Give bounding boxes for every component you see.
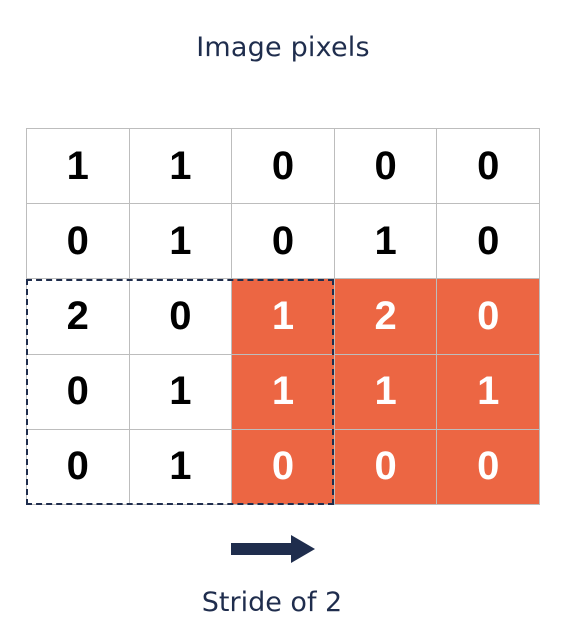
pixel-cell: 0 [334,429,438,505]
pixel-cell: 0 [27,429,130,505]
pixel-cell: 1 [27,129,130,205]
pixel-cell: 0 [27,204,130,280]
pixel-cell: 1 [129,129,233,205]
pixel-cell: 0 [27,354,130,430]
pixel-cell: 0 [334,129,438,205]
pixel-cell: 2 [334,279,438,355]
pixel-cell: 0 [232,129,335,205]
pixel-cell: 1 [334,354,438,430]
diagram-title: Image pixels [196,32,370,63]
pixel-cell: 1 [437,354,540,430]
pixel-cell: 0 [437,279,540,355]
pixel-cell: 0 [437,204,540,280]
pixel-cell: 0 [232,204,335,280]
pixel-cell: 0 [437,429,540,505]
pixel-cell: 1 [232,279,335,355]
pixel-cell: 0 [437,129,540,205]
pixel-cell: 1 [129,354,233,430]
pixel-cell: 0 [129,279,233,355]
pixel-cell: 1 [129,204,233,280]
pixel-cell: 2 [27,279,130,355]
right-arrow-icon [231,535,315,563]
pixel-cell: 0 [232,429,335,505]
stride-caption: Stride of 2 [201,587,343,618]
pixel-cell: 1 [232,354,335,430]
pixel-cell: 1 [129,429,233,505]
pixel-cell: 1 [334,204,438,280]
